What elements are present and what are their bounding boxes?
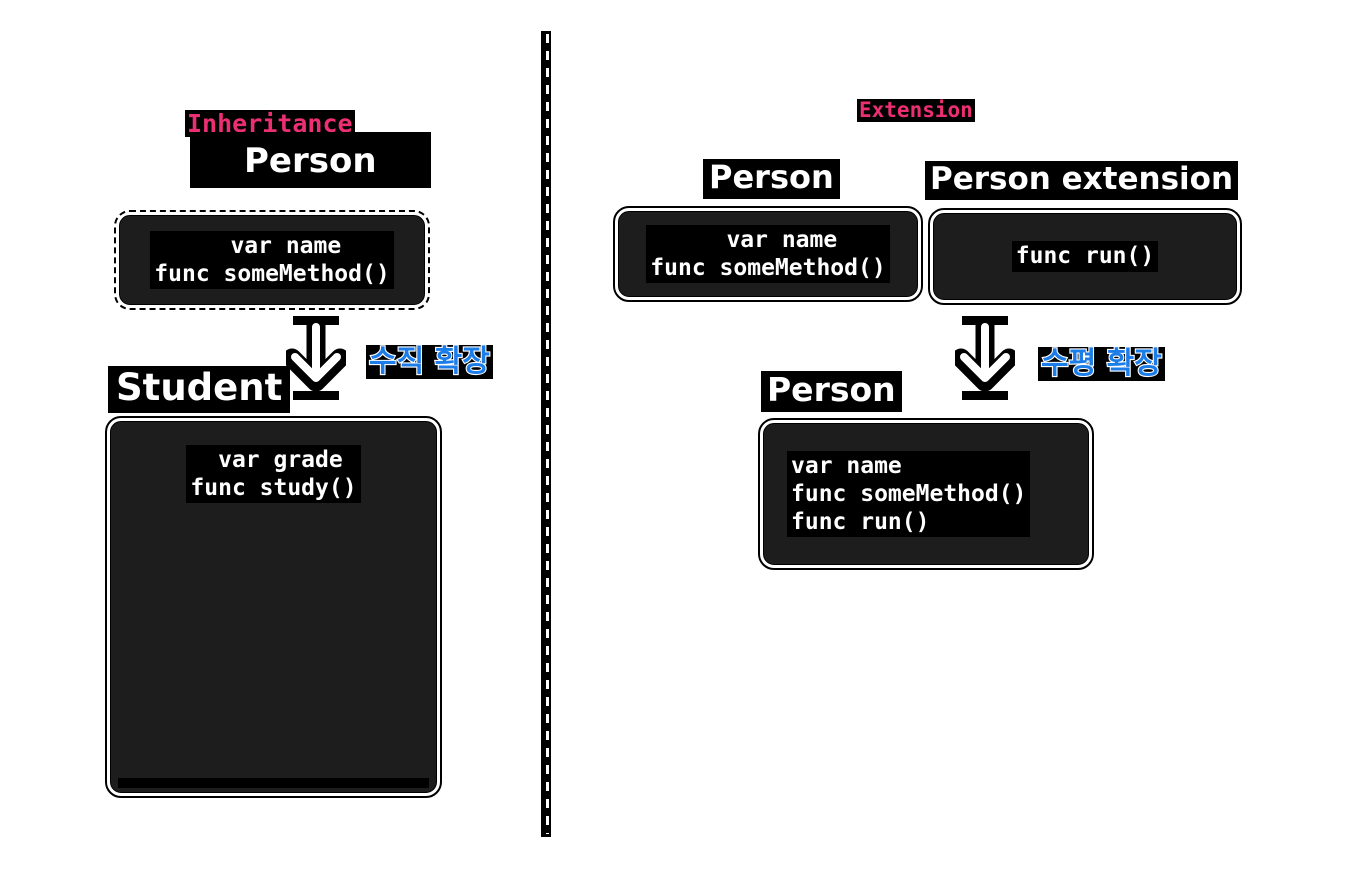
code-members-student-own: var grade func study(): [186, 445, 361, 504]
code-members-person-result: var name func someMethod() func run(): [787, 450, 1031, 538]
class-box-person-base: var name func someMethod(): [613, 206, 923, 302]
class-label-person-parent: Person: [190, 132, 431, 188]
class-box-person-extension: func run(): [928, 208, 1242, 305]
column-divider: [541, 31, 551, 837]
divider-dash-pattern: [546, 34, 549, 834]
class-box-person-result: var name func someMethod() func run(): [758, 418, 1094, 570]
class-label-person-result: Person: [761, 371, 902, 412]
class-label-person-base: Person: [703, 159, 840, 199]
code-members-person-parent: var name func someMethod(): [150, 230, 394, 290]
down-arrow-icon: [282, 315, 350, 404]
code-members-person-base: var name func someMethod(): [646, 224, 890, 284]
class-label-student: Student: [108, 366, 291, 413]
annotation-horizontal-extension: 수평 확장: [1038, 347, 1165, 381]
down-arrow-icon: [951, 315, 1019, 404]
code-members-person-extension: func run(): [1011, 241, 1159, 272]
student-box-bottom-strip: [118, 778, 429, 788]
class-box-person-parent: var name func someMethod(): [114, 210, 430, 310]
class-label-person-extension: Person extension: [925, 161, 1239, 200]
annotation-vertical-extension: 수직 확장: [366, 345, 493, 379]
class-box-student: var grade func study() Person var name f…: [105, 416, 442, 798]
section-title-extension: Extension: [857, 98, 975, 122]
